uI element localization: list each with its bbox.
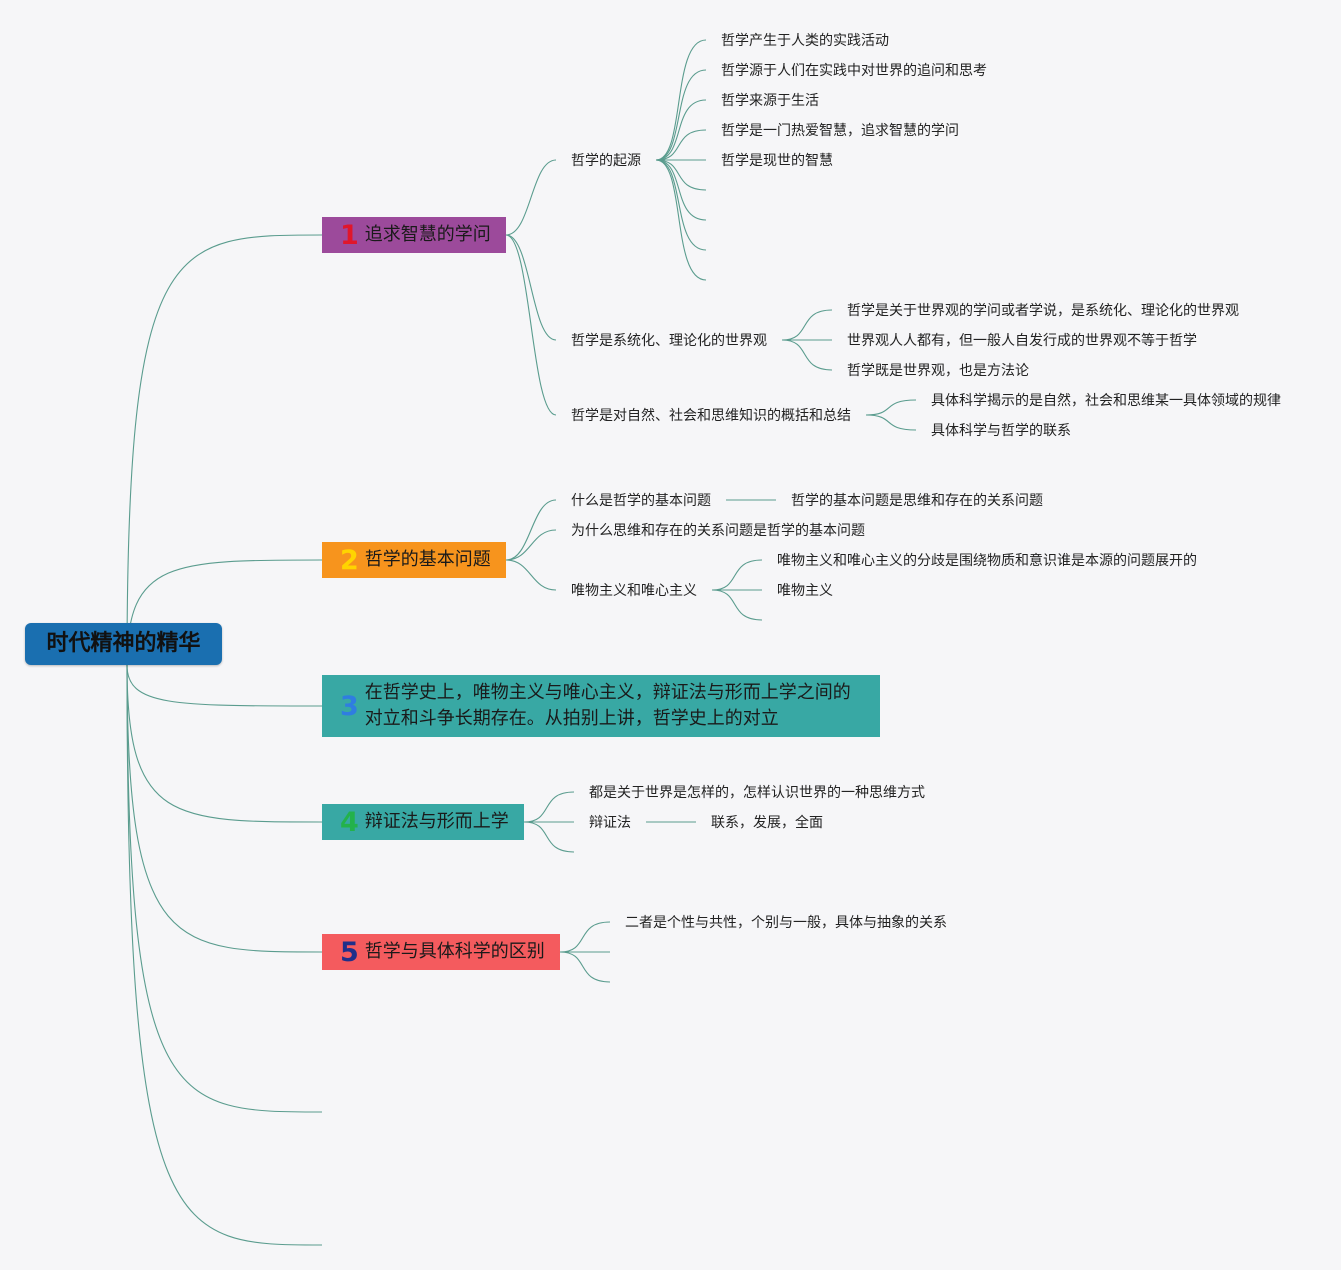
- connector-line: [655, 129, 707, 161]
- connector-line: [655, 69, 707, 161]
- leaf-item[interactable]: 哲学产生于人类的实践活动: [721, 33, 889, 49]
- leaf-item[interactable]: 世界观人人都有，但一般人自发行成的世界观不等于哲学: [847, 333, 1197, 349]
- leaf-item[interactable]: 哲学既是世界观，也是方法论: [847, 363, 1029, 379]
- root-connector-line: [126, 664, 323, 953]
- topic-label: 在哲学史上，唯物主义与唯心主义，辩证法与形而上学之间的 对立和斗争长期存在。从拍…: [365, 680, 851, 732]
- connector-line: [559, 921, 611, 953]
- connector-line: [505, 234, 557, 416]
- connector-line: [523, 821, 575, 853]
- leaf-item[interactable]: 哲学是关于世界观的学问或者学说，是系统化、理论化的世界观: [847, 303, 1239, 319]
- root-connector-line: [126, 664, 323, 707]
- connector-line: [505, 159, 557, 236]
- connector-line: [655, 159, 707, 191]
- root-connector-line: [126, 234, 323, 666]
- topic-1-pursuit-of-wisdom[interactable]: 1 追求智慧的学问: [322, 217, 506, 253]
- topic-label: 哲学与具体科学的区别: [364, 941, 545, 962]
- subtopic-way-of-thinking[interactable]: 都是关于世界是怎样的，怎样认识世界的一种思维方式: [589, 785, 925, 801]
- leaf-item[interactable]: 联系，发展，全面: [711, 815, 823, 831]
- subtopic-origin[interactable]: 哲学的起源: [571, 153, 641, 169]
- topic-number: 3: [340, 690, 359, 722]
- root-connector-line: [126, 664, 323, 1113]
- topic-5-philosophy-vs-science[interactable]: 5 哲学与具体科学的区别: [322, 934, 560, 970]
- connector-line: [559, 951, 611, 983]
- topic-number: 4: [340, 806, 359, 838]
- connector-line: [655, 39, 707, 161]
- subtopic-summary[interactable]: 哲学是对自然、社会和思维知识的概括和总结: [571, 408, 851, 424]
- topic-number: 5: [340, 936, 359, 968]
- topic-2-basic-question[interactable]: 2 哲学的基本问题: [322, 542, 506, 578]
- topic-4-dialectics-metaphysics[interactable]: 4 辩证法与形而上学: [322, 804, 524, 840]
- topic-number: 1: [340, 219, 359, 251]
- connector-line: [655, 159, 707, 221]
- topic-label: 追求智慧的学问: [364, 224, 491, 245]
- topic-label: 辩证法与形而上学: [364, 811, 509, 832]
- connector-line: [865, 414, 917, 431]
- topic-label-line-1: 在哲学史上，唯物主义与唯心主义，辩证法与形而上学之间的: [364, 682, 851, 703]
- subtopic-why-basic-question[interactable]: 为什么思维和存在的关系问题是哲学的基本问题: [571, 523, 865, 539]
- connector-line: [711, 589, 763, 621]
- connector-line: [865, 399, 917, 416]
- subtopic-dialectics[interactable]: 辩证法: [589, 815, 631, 831]
- root-connector-line: [126, 664, 323, 1246]
- topic-label-line-2: 对立和斗争长期存在。从拍别上讲，哲学史上的对立: [364, 708, 779, 729]
- topic-number: 2: [340, 544, 359, 576]
- leaf-item[interactable]: 哲学的基本问题是思维和存在的关系问题: [791, 493, 1043, 509]
- connector-line: [711, 559, 763, 591]
- subtopic-worldview[interactable]: 哲学是系统化、理论化的世界观: [571, 333, 767, 349]
- leaf-item[interactable]: 哲学源于人们在实践中对世界的追问和思考: [721, 63, 987, 79]
- leaf-item[interactable]: 具体科学揭示的是自然，社会和思维某一具体领域的规律: [931, 393, 1281, 409]
- subtopic-what-is-basic-question[interactable]: 什么是哲学的基本问题: [571, 493, 711, 509]
- connector-line: [505, 559, 557, 591]
- topic-3-history-of-philosophy[interactable]: 3 在哲学史上，唯物主义与唯心主义，辩证法与形而上学之间的 对立和斗争长期存在。…: [322, 675, 880, 737]
- connector-line: [655, 99, 707, 161]
- leaf-item[interactable]: 哲学是一门热爱智慧，追求智慧的学问: [721, 123, 959, 139]
- connector-line: [655, 159, 707, 251]
- connector-line: [781, 309, 833, 341]
- leaf-item[interactable]: 哲学来源于生活: [721, 93, 819, 109]
- connector-line: [505, 529, 557, 561]
- connector-line: [781, 339, 833, 371]
- leaf-item[interactable]: 唯物主义和唯心主义的分歧是围绕物质和意识谁是本源的问题展开的: [777, 553, 1197, 569]
- connector-line: [505, 234, 557, 341]
- connector-line: [523, 791, 575, 823]
- subtopic-materialism-idealism[interactable]: 唯物主义和唯心主义: [571, 583, 697, 599]
- subtopic-individual-general[interactable]: 二者是个性与共性，个别与一般，具体与抽象的关系: [625, 915, 947, 931]
- connector-line: [505, 499, 557, 561]
- root-topic[interactable]: 时代精神的精华: [25, 623, 222, 665]
- leaf-item[interactable]: 哲学是现世的智慧: [721, 153, 833, 169]
- leaf-item[interactable]: 具体科学与哲学的联系: [931, 423, 1071, 439]
- root-connector-line: [126, 664, 323, 823]
- leaf-item[interactable]: 唯物主义: [777, 583, 833, 599]
- connector-line: [655, 159, 707, 281]
- topic-label: 哲学的基本问题: [364, 549, 491, 570]
